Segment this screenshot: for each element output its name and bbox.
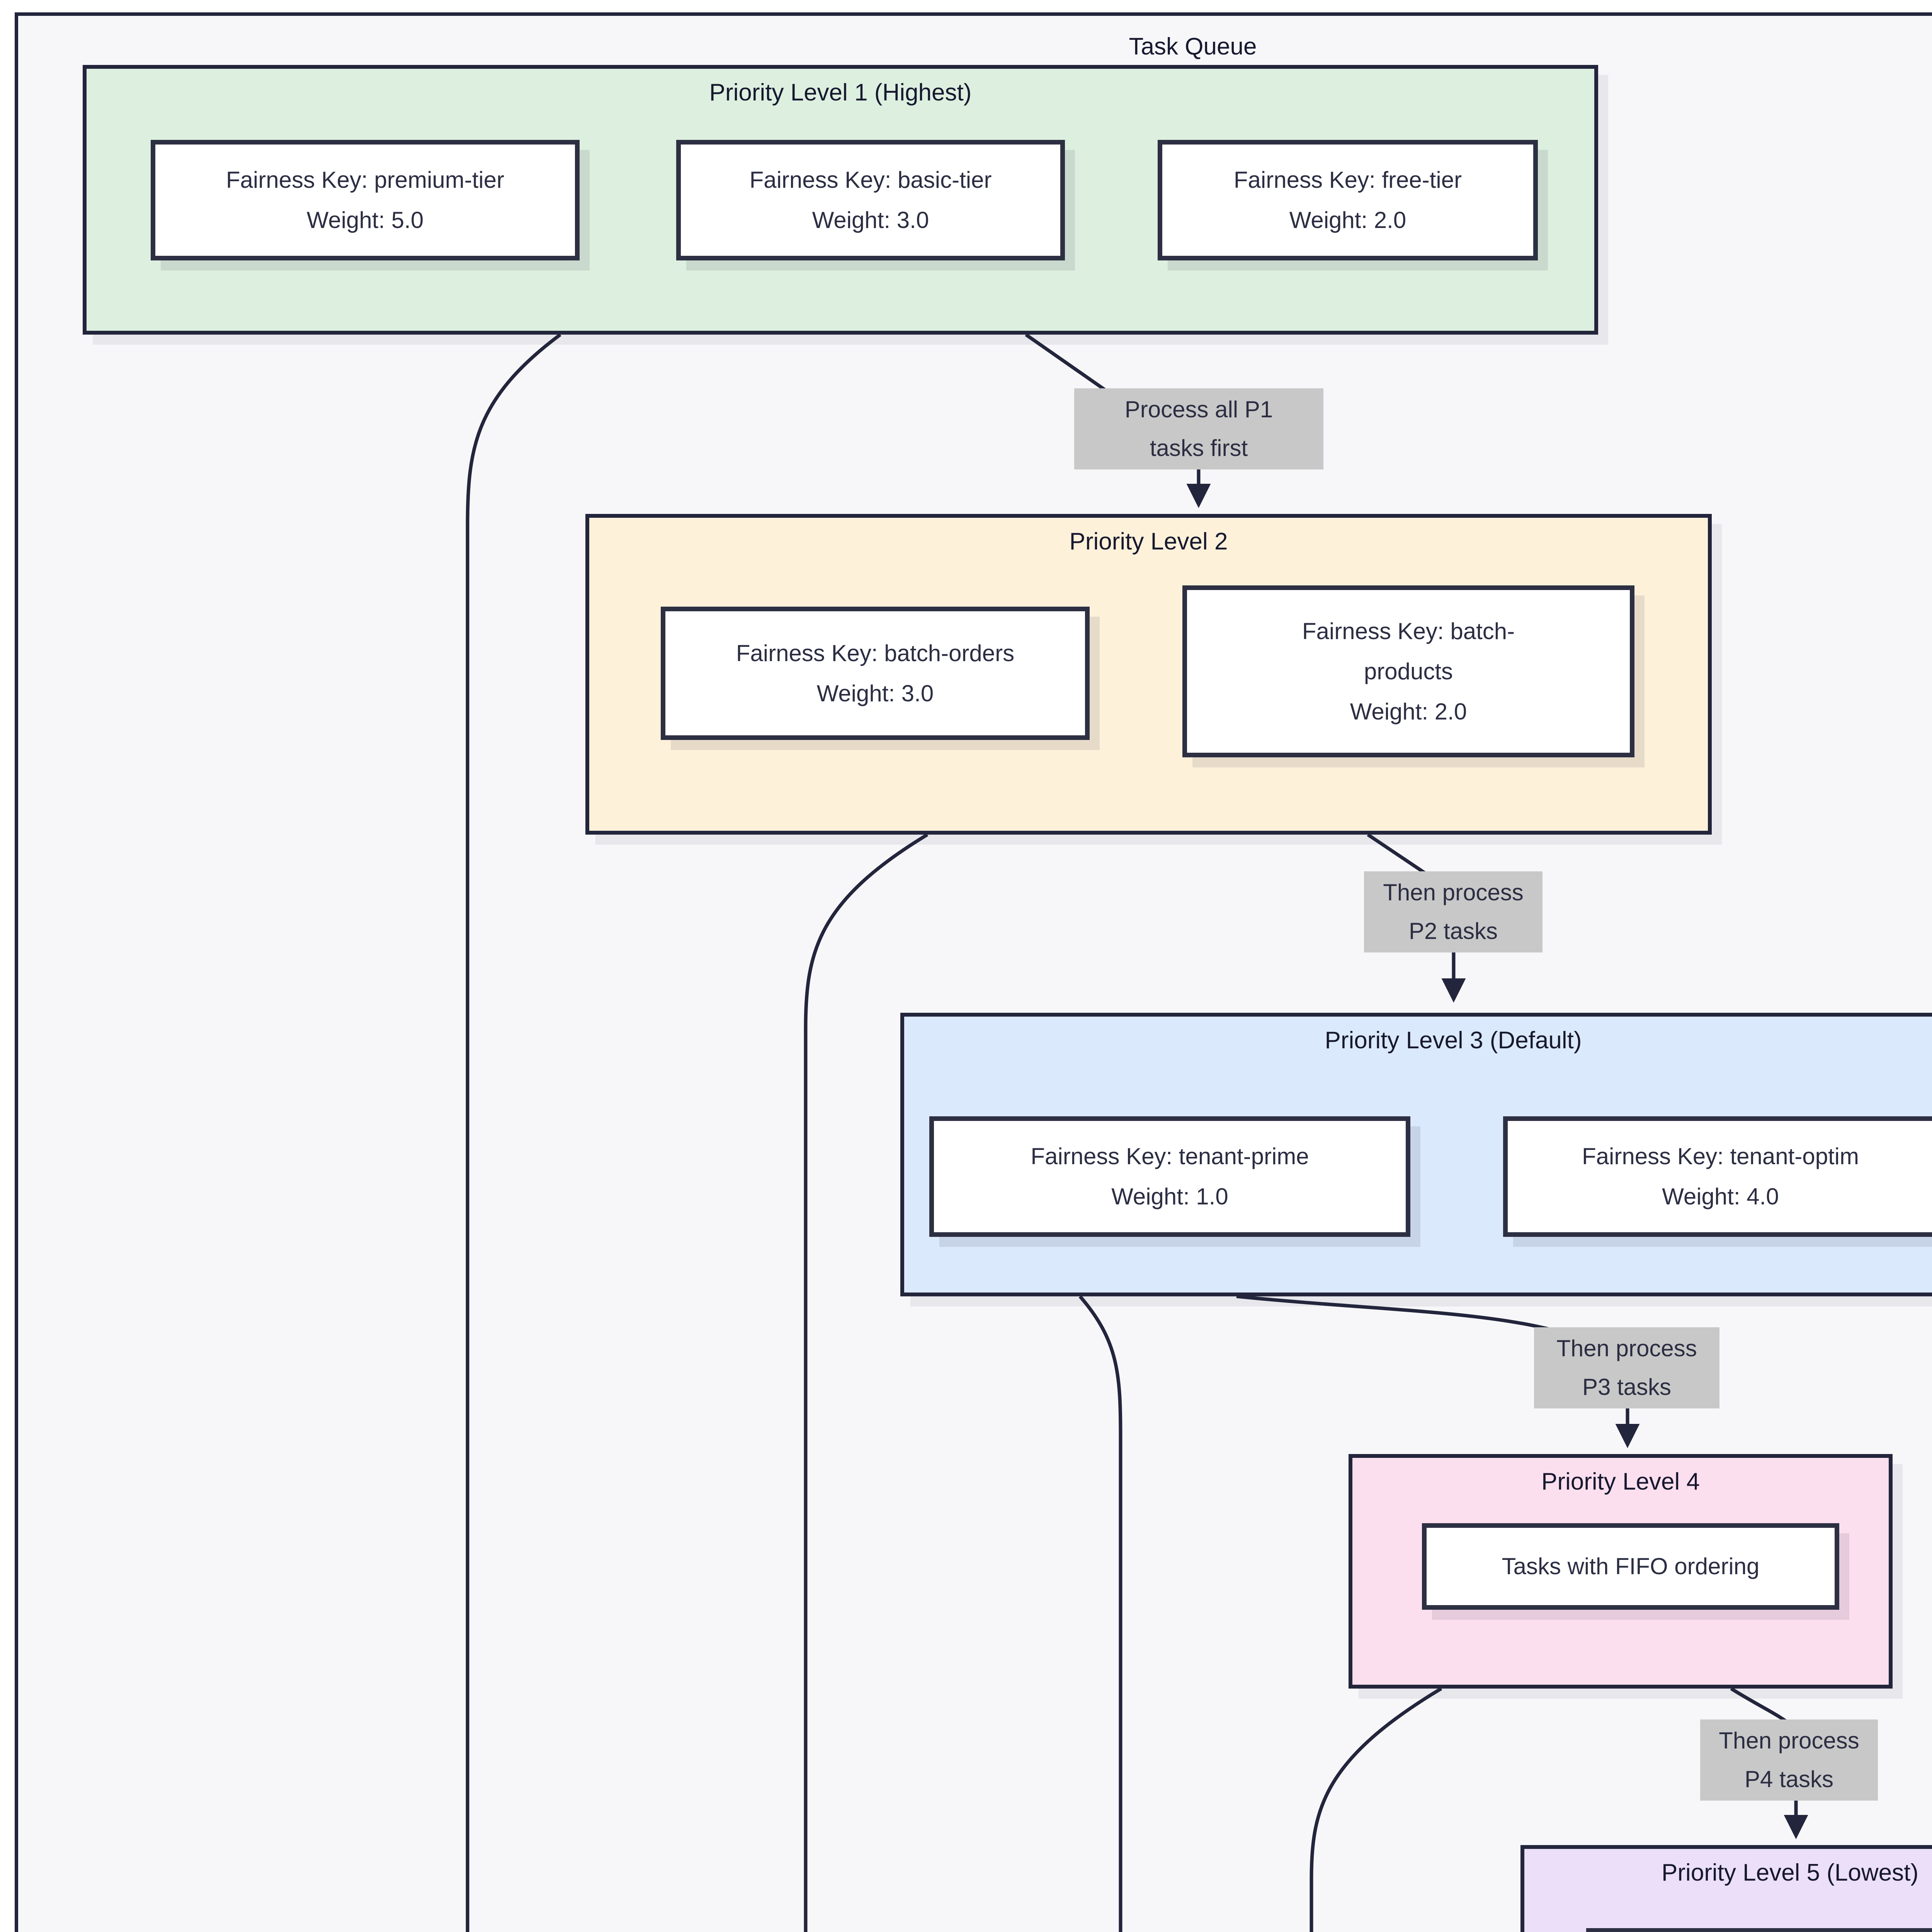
node-tenant-prime: Fairness Key: tenant-prime Weight: 1.0 [929,1116,1410,1237]
node-p4-fifo: Tasks with FIFO ordering [1422,1523,1839,1610]
node-text-line: Fairness Key: premium-tier [226,167,505,193]
cluster-priority-level-5: Priority Level 5 (Lowest) [1520,1845,1932,1932]
edge-label-line: P4 tasks [1744,1766,1834,1792]
task-queue-title: Task Queue [1129,33,1257,60]
node-text-line: Fairness Key: free-tier [1233,167,1462,193]
node-text-line: Weight: 3.0 [812,207,929,233]
priority-level-2-title: Priority Level 2 [1069,528,1228,555]
node-p5-fifo: Tasks with FIFO ordering [1586,1928,1932,1932]
node-tenant-optim: Fairness Key: tenant-optim Weight: 4.0 [1503,1116,1932,1237]
node-text-line: Weight: 1.0 [1111,1184,1228,1209]
priority-level-3-title: Priority Level 3 (Default) [1325,1027,1582,1054]
node-text-line: Fairness Key: basic-tier [749,167,992,193]
edge-label-line: Then process [1719,1728,1859,1753]
edge-label-process-p3: Then process P3 tasks [1534,1327,1719,1408]
node-text-line: Tasks with FIFO ordering [1502,1553,1760,1579]
node-batch-orders: Fairness Key: batch-orders Weight: 3.0 [661,607,1090,740]
node-text-line: Fairness Key: batch-orders [736,640,1015,666]
node-text-line: Weight: 3.0 [816,680,934,706]
edge-label-line: P3 tasks [1582,1374,1672,1400]
node-text-line: Fairness Key: tenant-prime [1031,1143,1309,1169]
edge-label-line: P2 tasks [1408,918,1498,944]
node-batch-products: Fairness Key: batch- products Weight: 2.… [1182,585,1634,757]
node-text-line: Weight: 4.0 [1662,1184,1779,1209]
node-premium-tier: Fairness Key: premium-tier Weight: 5.0 [151,140,580,260]
priority-level-1-title: Priority Level 1 (Highest) [709,79,972,106]
node-free-tier: Fairness Key: free-tier Weight: 2.0 [1158,140,1538,260]
node-text-line: products [1364,658,1453,684]
edge-label-line: Process all P1 [1124,396,1273,422]
edge-label-line: tasks first [1150,435,1248,461]
priority-level-5-title: Priority Level 5 (Lowest) [1661,1859,1919,1886]
node-text-line: Weight: 2.0 [1350,698,1467,724]
edge-label-process-p1: Process all P1 tasks first [1074,388,1323,469]
node-text-line: Weight: 5.0 [306,207,424,233]
node-basic-tier: Fairness Key: basic-tier Weight: 3.0 [676,140,1065,260]
node-text-line: Fairness Key: tenant-optim [1582,1143,1859,1169]
node-text-line: Fairness Key: batch- [1302,618,1515,644]
edge-label-line: Then process [1383,879,1524,905]
edge-label-line: Then process [1556,1335,1697,1361]
priority-level-4-title: Priority Level 4 [1541,1468,1700,1495]
node-text-line: Weight: 2.0 [1289,207,1406,233]
edge-label-process-p2: Then process P2 tasks [1364,871,1543,952]
edge-label-process-p4: Then process P4 tasks [1700,1719,1878,1801]
